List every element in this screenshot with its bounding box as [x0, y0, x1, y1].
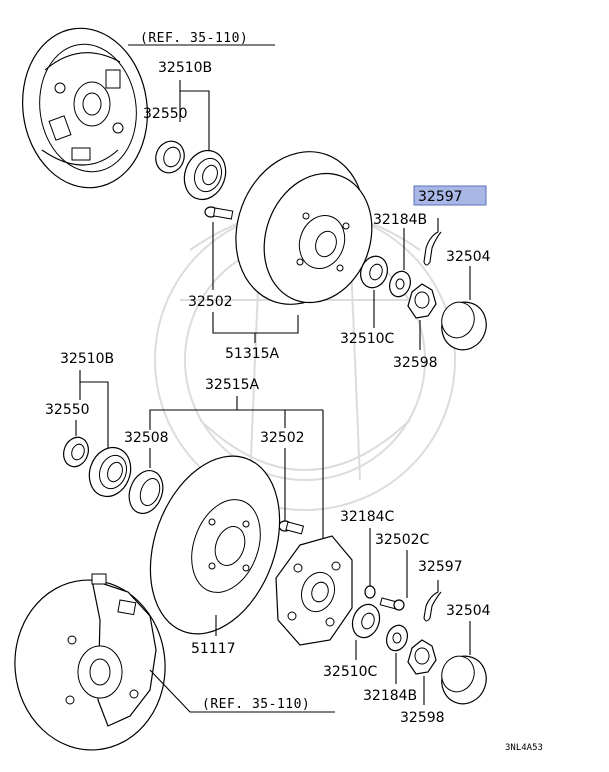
label-32510C-bot: 32510C — [323, 664, 378, 680]
leader-32510B-bot — [79, 370, 109, 450]
label-32502-bot: 32502 — [260, 430, 305, 446]
label-32184B-top: 32184B — [373, 212, 427, 228]
cotter-pin-32597-bot — [423, 580, 442, 622]
image-code: 3NL4A53 — [505, 743, 543, 753]
label-32598-top: 32598 — [393, 355, 438, 371]
cotter-pin-32597-top — [423, 218, 442, 266]
washer-32184C — [364, 585, 376, 599]
bolt-32502C — [379, 597, 405, 611]
bearing-32510B-bot — [88, 446, 132, 498]
label-32504-top: 32504 — [446, 249, 491, 265]
label-32510B-bot: 32510B — [60, 351, 114, 367]
oil-seal-32550-bot — [63, 436, 89, 468]
label-32550-bot: 32550 — [45, 402, 90, 418]
label-32515A: 32515A — [205, 377, 260, 393]
label-32510C-top: 32510C — [340, 331, 395, 347]
ref-top-label: (REF. 35-110) — [140, 31, 248, 46]
disc-brake-caliper-assembly — [14, 573, 166, 751]
label-32184B-bot: 32184B — [363, 688, 417, 704]
oil-seal-32550-top — [155, 140, 185, 174]
leader-32510B-top — [179, 80, 210, 150]
label-32508: 32508 — [124, 430, 169, 446]
ref-bottom-label: (REF. 35-110) — [202, 697, 310, 712]
lock-nut-32598-top — [407, 283, 437, 319]
washer-32184B-top — [389, 270, 411, 298]
bearing-32510C-bot — [351, 603, 381, 639]
label-32598-bot: 32598 — [400, 710, 445, 726]
brake-disc-51117 — [149, 455, 281, 635]
spacer-32508 — [128, 470, 164, 514]
label-32510B-top: 32510B — [158, 60, 212, 76]
hub-cap-32504-top — [441, 301, 487, 351]
label-32550-top: 32550 — [143, 106, 188, 122]
bearing-32510C-top — [360, 255, 388, 289]
label-51315A: 51315A — [225, 346, 280, 362]
ref-bottom-leader — [149, 669, 335, 713]
hub-bolt-32502-bot — [278, 520, 305, 535]
hub-flange — [275, 535, 353, 646]
hub-cap-32504-bot — [441, 655, 487, 705]
label-32597-top[interactable]: 32597 — [418, 189, 463, 205]
label-32504-bot: 32504 — [446, 603, 491, 619]
label-32597-bot: 32597 — [418, 559, 463, 575]
bearing-32510B-top — [183, 149, 227, 201]
label-51117: 51117 — [191, 641, 236, 657]
leader-32515A — [149, 396, 238, 430]
label-32502-top: 32502 — [188, 294, 233, 310]
label-32184C: 32184C — [340, 509, 395, 525]
highlight-box-32597 — [413, 185, 487, 206]
hub-bolt-32502-top — [204, 206, 234, 220]
washer-32184B-bot — [386, 624, 408, 652]
drum-brake-backing-plate — [22, 27, 148, 189]
brake-drum-51315A — [235, 151, 373, 305]
lock-nut-32598-bot — [407, 639, 437, 675]
label-32502C: 32502C — [375, 532, 430, 548]
